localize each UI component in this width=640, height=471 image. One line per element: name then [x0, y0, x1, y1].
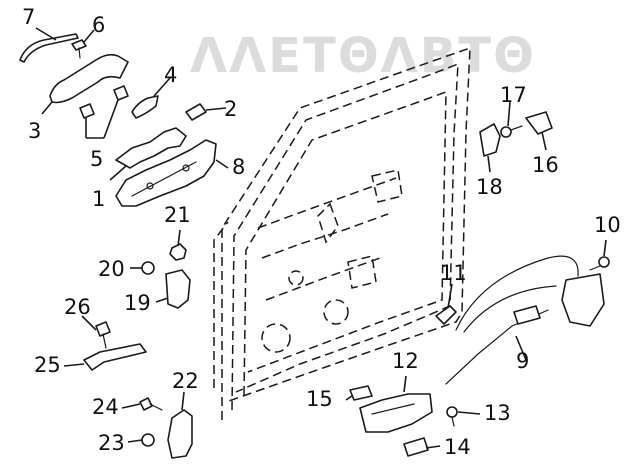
callout-8: 8	[232, 155, 245, 179]
door-outline	[213, 46, 471, 420]
callout-21: 21	[164, 203, 191, 227]
callout-1: 1	[92, 187, 105, 211]
part-20-bolt	[141, 261, 155, 275]
part-5-pads	[79, 85, 129, 119]
part-1-handle-frame	[115, 127, 187, 169]
callout-12: 12	[392, 349, 419, 373]
callout-labels: 7 6 3 4 5 2 1 8 21 20 19 26 25 24 23 22 …	[22, 5, 621, 459]
callout-15: 15	[306, 387, 333, 411]
part-18-plate	[479, 123, 501, 157]
part-6-clip	[71, 39, 87, 59]
callout-24: 24	[92, 395, 119, 419]
part-13-fastener	[446, 406, 458, 427]
part-23-nut	[141, 433, 155, 447]
callout-23: 23	[98, 431, 125, 455]
callout-14: 14	[444, 435, 471, 459]
part-9-latch-assembly	[445, 255, 605, 385]
part-26-bolt	[95, 321, 111, 349]
part-21-nut	[169, 243, 187, 261]
part-15-switch	[349, 385, 373, 401]
callout-7: 7	[22, 5, 35, 29]
part-14-cover	[403, 437, 429, 457]
part-3-outer-handle	[49, 53, 129, 104]
leader-lines	[35, 27, 607, 449]
callout-17: 17	[500, 83, 527, 107]
callout-19: 19	[124, 291, 151, 315]
callout-5: 5	[90, 147, 103, 171]
part-19-hinge	[165, 269, 191, 309]
part-2-cap	[185, 103, 207, 121]
part-24-bolt	[139, 397, 163, 411]
part-8-handle-bracket	[115, 139, 217, 207]
part-7-weatherstrip	[19, 33, 79, 63]
callout-13: 13	[484, 401, 511, 425]
callout-3: 3	[28, 119, 41, 143]
callout-11: 11	[440, 261, 467, 285]
callout-10: 10	[594, 213, 621, 237]
part-22-striker-bracket	[167, 409, 193, 459]
callout-16: 16	[532, 153, 559, 177]
watermark: ΛΛΕΤΘΛΒΤΘ	[190, 28, 536, 84]
callout-22: 22	[172, 369, 199, 393]
callout-2: 2	[224, 97, 237, 121]
part-17-bolt	[500, 125, 523, 138]
part-10-bolt	[589, 256, 610, 271]
callout-20: 20	[98, 257, 125, 281]
callout-26: 26	[64, 295, 91, 319]
part-4-handle-cover	[131, 95, 159, 119]
callout-9: 9	[516, 349, 529, 373]
part-12-inner-handle	[359, 393, 433, 433]
callout-6: 6	[92, 13, 105, 37]
callout-4: 4	[164, 63, 177, 87]
callout-18: 18	[476, 175, 503, 199]
part-16-striker	[525, 111, 553, 135]
callout-25: 25	[34, 353, 61, 377]
part-25-door-check	[83, 343, 147, 371]
part-11-rod	[435, 305, 457, 325]
